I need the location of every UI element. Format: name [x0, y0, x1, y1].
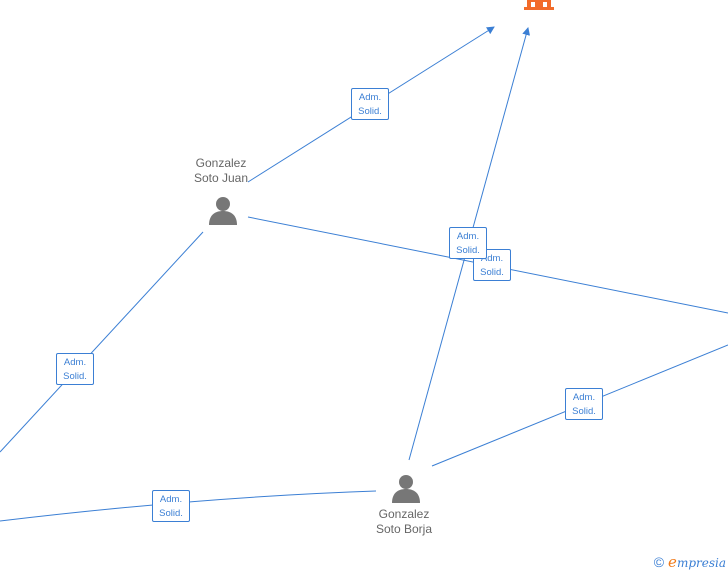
edge-label[interactable]: Adm. Solid. — [351, 88, 389, 120]
edge-label-line1: Adm. — [358, 92, 382, 103]
edge-label-line2: Solid. — [572, 406, 596, 417]
edge-label-line1: Adm. — [456, 231, 480, 242]
node-borja-line1: Gonzalez — [378, 507, 430, 521]
edge-label-line2: Solid. — [480, 267, 504, 278]
edge-label[interactable]: Adm. Solid. — [565, 388, 603, 420]
edge-label-line1: Adm. — [63, 357, 87, 368]
edge-label-line2: Solid. — [63, 371, 87, 382]
edge-label[interactable]: Adm. Solid. — [56, 353, 94, 385]
edge-label-line2: Solid. — [159, 508, 183, 519]
node-label-borja: Gonzalez Soto Borja — [349, 507, 459, 537]
node-juan-line2: Soto Juan — [193, 171, 249, 185]
edge-label[interactable]: Adm. Solid. — [449, 227, 487, 259]
brand-initial: e — [668, 553, 677, 571]
building-icon[interactable] — [524, 0, 554, 14]
edge-juan-left — [0, 231, 204, 453]
edge-borja-left — [0, 490, 377, 522]
node-juan-line1: Gonzalez — [195, 156, 247, 170]
person-icon[interactable] — [391, 472, 421, 504]
copyright-icon: © — [653, 554, 665, 570]
node-label-juan: Gonzalez Soto Juan — [166, 156, 276, 186]
edge-label-line2: Solid. — [358, 106, 382, 117]
edge-label-line1: Adm. — [480, 253, 504, 264]
edge-label-line1: Adm. — [159, 494, 183, 505]
brand-watermark: © empresia — [654, 553, 726, 571]
edge-label-line1: Adm. — [572, 392, 596, 403]
edge-label[interactable]: Adm. Solid. — [152, 490, 190, 522]
person-icon[interactable] — [208, 194, 238, 226]
brand-name: mpresia — [676, 556, 726, 570]
node-borja-line2: Soto Borja — [375, 522, 433, 536]
edge-label-line2: Solid. — [456, 245, 480, 256]
